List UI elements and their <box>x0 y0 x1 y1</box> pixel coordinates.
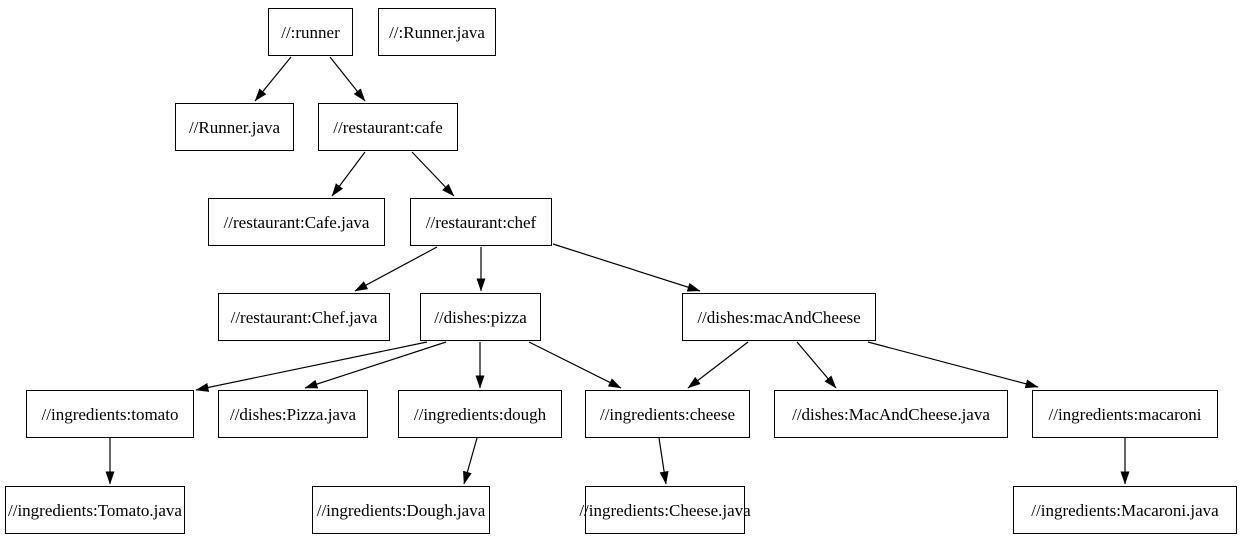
node-cheese-java: //ingredients:Cheese.java <box>579 486 751 534</box>
edges-group <box>105 56 1130 485</box>
node-runner: //:runner <box>268 8 353 56</box>
node-chef: //restaurant:chef <box>410 198 552 246</box>
node-chef-java: //restaurant:Chef.java <box>218 293 390 341</box>
node-pizza: //dishes:pizza <box>420 293 541 341</box>
node-cafe: //restaurant:cafe <box>318 103 458 151</box>
edge-cheese-to-cheese-java <box>658 437 669 485</box>
node-dough-java: //ingredients:Dough.java <box>312 486 490 534</box>
node-macaroni-java: //ingredients:Macaroni.java <box>1013 486 1237 534</box>
node-cafe-java: //restaurant:Cafe.java <box>208 198 385 246</box>
node-runner-java: //Runner.java <box>175 103 294 151</box>
node-macaroni: //ingredients:macaroni <box>1032 390 1218 438</box>
edge-mac-and-cheese-to-cheese <box>687 341 749 389</box>
node-mac-and-cheese: //dishes:macAndCheese <box>682 293 876 341</box>
node-root-runner-java: //:Runner.java <box>378 8 496 56</box>
node-tomato: //ingredients:tomato <box>26 390 194 438</box>
node-dough: //ingredients:dough <box>398 390 562 438</box>
node-tomato-java: //ingredients:Tomato.java <box>5 486 185 534</box>
node-mac-and-cheese-java: //dishes:MacAndCheese.java <box>774 390 1008 438</box>
edge-chef-to-mac-and-cheese <box>552 243 701 292</box>
edge-mac-and-cheese-to-macaroni <box>867 341 1039 389</box>
edge-runner-to-runner-java <box>254 56 292 102</box>
edge-pizza-to-cheese <box>528 341 622 389</box>
edge-chef-to-chef-java <box>354 246 438 292</box>
edge-pizza-to-tomato <box>195 341 428 392</box>
edge-cafe-to-chef <box>411 151 455 197</box>
edge-cafe-to-cafe-java <box>331 151 366 197</box>
node-cheese: //ingredients:cheese <box>585 390 750 438</box>
edge-dough-to-dough-java <box>463 437 478 485</box>
node-pizza-java: //dishes:Pizza.java <box>218 390 368 438</box>
edge-mac-and-cheese-to-mac-and-cheese-java <box>796 341 837 389</box>
edge-runner-to-cafe <box>329 56 366 102</box>
edge-pizza-to-pizza-java <box>304 341 447 389</box>
